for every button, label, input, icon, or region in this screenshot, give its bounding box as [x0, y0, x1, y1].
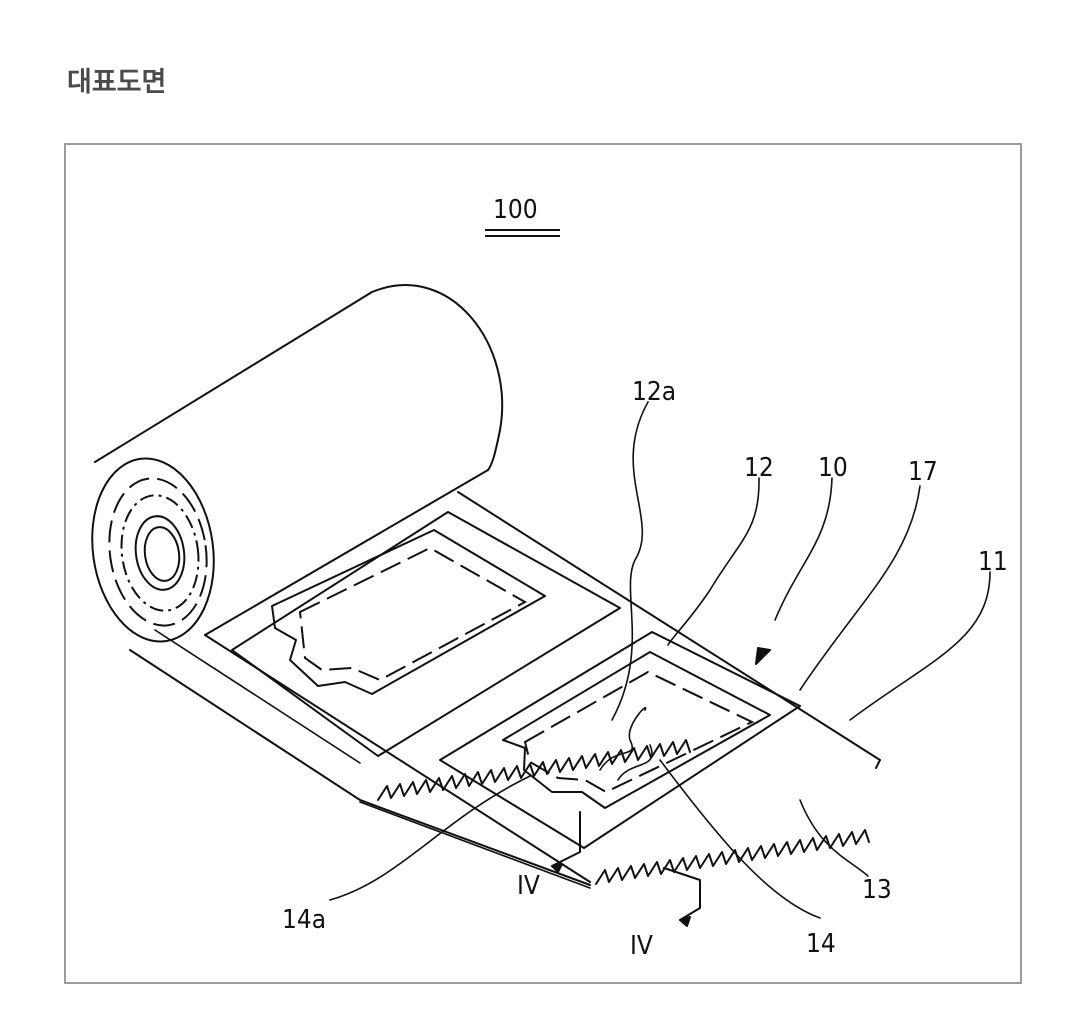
film-roll	[91, 284, 504, 643]
sheet-strip	[129, 491, 881, 889]
label-iv-lower: IV	[630, 931, 653, 961]
label-100: 100	[493, 195, 538, 225]
label-17: 17	[908, 457, 938, 487]
pouch-back	[231, 511, 621, 757]
label-14a: 14a	[282, 905, 326, 935]
label-14: 14	[806, 929, 836, 959]
leader-lines	[329, 401, 991, 919]
label-12a: 12a	[632, 377, 676, 407]
pouch-front	[439, 631, 801, 849]
direction-arrow	[755, 647, 771, 665]
page-title: 대표도면	[67, 67, 167, 98]
serration-upper	[377, 739, 691, 801]
serration-lower	[595, 829, 870, 885]
label-13: 13	[862, 875, 892, 905]
section-line	[551, 811, 701, 927]
label-11: 11	[978, 547, 1008, 577]
drawing-frame	[64, 143, 1022, 984]
label-12: 12	[744, 453, 774, 483]
label-iv-upper: IV	[517, 871, 540, 901]
label-10: 10	[818, 453, 848, 483]
